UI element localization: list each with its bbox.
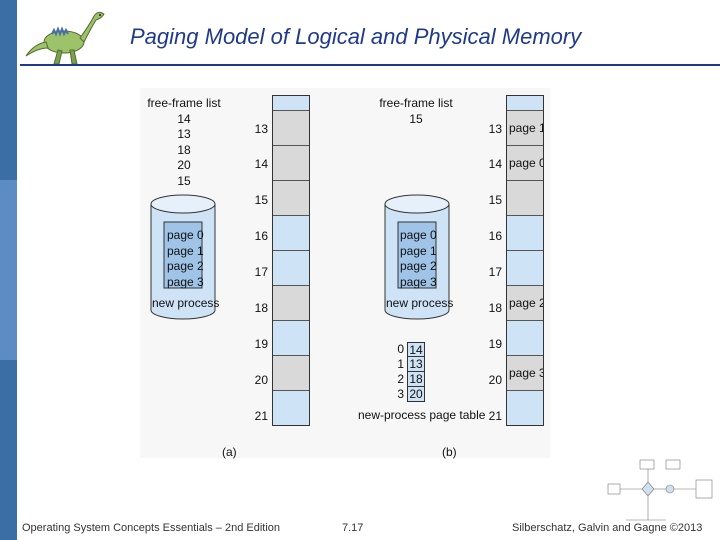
memory-frame — [273, 355, 309, 390]
page-frame: 14 — [407, 342, 425, 357]
disk-pages-a: page 0 page 1 page 2 page 3 — [167, 228, 204, 290]
disk-icon — [150, 194, 216, 320]
free-frame-entry: 18 — [177, 142, 191, 157]
disk-page: page 2 — [167, 259, 204, 273]
free-frame-entry: 15 — [177, 173, 191, 188]
memory-frame — [273, 110, 309, 145]
disk-label-b: new process — [386, 296, 454, 310]
caption-b: (b) — [442, 445, 457, 459]
frame-number: 18 — [254, 301, 268, 315]
page-index: 3 — [397, 387, 404, 401]
memory-frame: page 2 — [507, 285, 543, 320]
slide-sidebar — [0, 0, 17, 540]
page-index: 1 — [397, 357, 404, 371]
disk-page: page 2 — [400, 259, 437, 273]
memory-frame: page 0 — [507, 145, 543, 180]
disk-pages-b: page 0 page 1 page 2 page 3 — [400, 228, 437, 290]
frame-number: 15 — [488, 193, 502, 207]
disk-page: page 0 — [167, 228, 204, 242]
free-frame-entry: 20 — [177, 158, 191, 172]
free-frame-entry: 13 — [177, 127, 191, 141]
free-frame-list-label: free-frame list — [147, 96, 221, 110]
disk-page: page 1 — [167, 243, 204, 258]
frame-number: 17 — [254, 265, 268, 279]
title-rule — [20, 64, 720, 66]
memory-frame — [273, 215, 309, 250]
frame-number: 21 — [488, 409, 502, 423]
frame-number: 16 — [254, 229, 268, 243]
page-frame: 18 — [407, 372, 425, 387]
page-frame: 13 — [407, 357, 425, 372]
memory-frame: page 3 — [507, 355, 543, 390]
frame-number: 14 — [488, 157, 502, 171]
page-frame: 20 — [407, 387, 425, 402]
free-frame-list-b: free-frame list 15 — [378, 96, 454, 127]
memory-frame — [507, 390, 543, 425]
dinosaur-logo-icon — [25, 11, 105, 65]
disk-label-a: new process — [152, 296, 220, 310]
page-index: 0 — [397, 342, 404, 356]
memory-frame — [273, 145, 309, 180]
frame-number: 21 — [254, 409, 268, 423]
frame-number: 15 — [254, 193, 268, 207]
frame-number: 18 — [488, 301, 502, 315]
disk-page: page 3 — [167, 274, 204, 289]
footer-slide-number: 7.17 — [342, 522, 364, 534]
paging-figure: free-frame list 14 13 18 20 15 page 0 pa… — [140, 88, 550, 459]
frame-number: 13 — [254, 122, 268, 136]
physical-memory-a — [272, 95, 310, 426]
memory-frame — [273, 96, 309, 110]
paging-hardware-thumbnail-icon — [607, 459, 713, 521]
memory-frame: page 1 — [507, 110, 543, 145]
free-frame-entry: 15 — [409, 111, 423, 126]
disk-page: page 0 — [400, 228, 437, 242]
memory-frame — [273, 390, 309, 425]
free-frame-entry: 14 — [177, 111, 191, 126]
memory-frame — [507, 320, 543, 355]
frame-number: 20 — [254, 373, 268, 387]
free-frame-list-a: free-frame list 14 13 18 20 15 — [146, 96, 222, 189]
frame-number: 20 — [488, 373, 502, 387]
memory-frame — [507, 215, 543, 250]
disk-page: page 3 — [400, 274, 437, 289]
page-index: 2 — [397, 372, 404, 386]
free-frame-list-label: free-frame list — [379, 96, 453, 110]
memory-frame — [507, 180, 543, 215]
slide-title: Paging Model of Logical and Physical Mem… — [130, 24, 582, 49]
physical-memory-b: page 1 page 0 page 2 page 3 — [506, 95, 544, 426]
frame-number: 19 — [488, 337, 502, 351]
memory-frame — [273, 250, 309, 285]
frame-number: 17 — [488, 265, 502, 279]
frame-number: 16 — [488, 229, 502, 243]
footer-book-title: Operating System Concepts Essentials – 2… — [22, 522, 281, 534]
frame-number: 14 — [254, 157, 268, 171]
sidebar-accent — [0, 180, 17, 360]
memory-frame — [507, 250, 543, 285]
memory-frame — [273, 285, 309, 320]
disk-page: page 1 — [400, 243, 437, 258]
caption-a: (a) — [222, 445, 237, 459]
frame-number: 13 — [488, 122, 502, 136]
memory-frame — [273, 320, 309, 355]
memory-frame — [507, 96, 543, 110]
page-table-label: new-process page table — [358, 408, 486, 422]
footer-copyright: Silberschatz, Galvin and Gagne ©2013 — [512, 522, 703, 534]
disk-icon — [384, 194, 450, 320]
memory-frame — [273, 180, 309, 215]
frame-number: 19 — [254, 337, 268, 351]
